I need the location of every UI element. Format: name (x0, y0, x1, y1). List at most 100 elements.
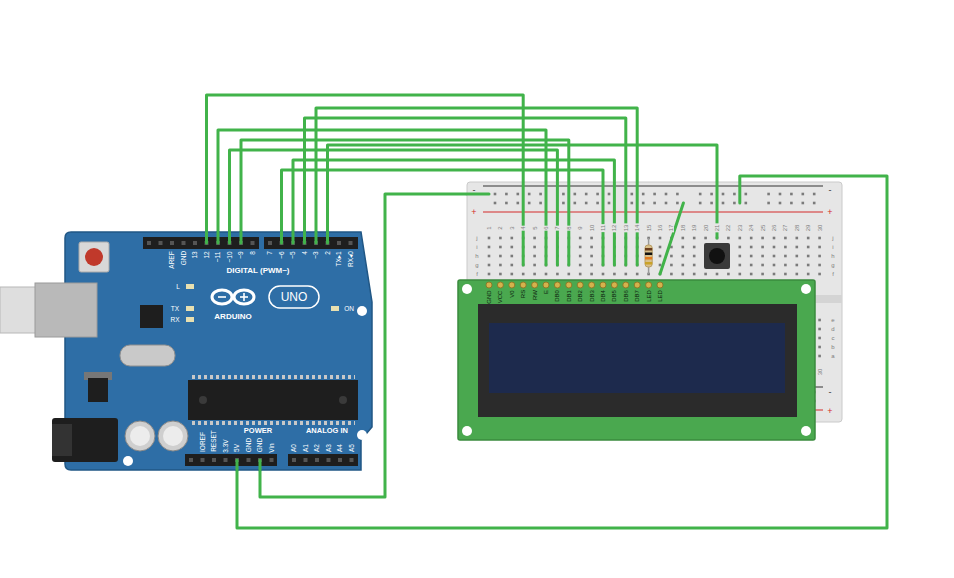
mounting-hole (357, 430, 367, 440)
breadboard-label: 2 (497, 225, 503, 230)
board-label: IOREF (199, 432, 206, 452)
arduino-logo (234, 290, 254, 304)
pin-header (288, 454, 358, 466)
breadboard-hole (642, 193, 645, 196)
breadboard-hole (642, 202, 645, 205)
breadboard-hole (499, 237, 502, 240)
board-label: A2 (314, 444, 321, 452)
board-label: ~9 (238, 251, 245, 258)
breadboard-hole (585, 193, 588, 196)
breadboard-hole (739, 255, 742, 258)
lcd-screen (478, 304, 797, 417)
status-led (186, 317, 194, 322)
breadboard-hole (511, 273, 514, 276)
header-pin (338, 458, 342, 462)
breadboard-hole (773, 246, 776, 249)
breadboard-hole (511, 255, 514, 258)
breadboard-hole (608, 202, 611, 205)
breadboard-label: 21 (714, 224, 720, 233)
pin-label: DB6 (623, 290, 629, 302)
arduino-logo (212, 290, 232, 304)
breadboard-hole (739, 246, 742, 249)
lcd-pin (577, 282, 583, 288)
wire-end (522, 182, 525, 265)
wire-end (567, 182, 570, 265)
lcd-pin (646, 282, 652, 288)
board-label: A4 (337, 444, 344, 452)
breadboard-hole (665, 202, 668, 205)
breadboard-label: 4 (520, 225, 526, 230)
lcd-screen (478, 304, 797, 417)
header-pin (189, 458, 193, 462)
breadboard-hole (596, 202, 599, 205)
breadboard-hole (727, 273, 730, 276)
board-label: 2 (324, 251, 331, 255)
breadboard-label: h (475, 253, 478, 259)
capacitor (130, 426, 150, 446)
breadboard-hole (750, 237, 753, 240)
breadboard-hole (704, 237, 707, 240)
pin-label: DB2 (577, 290, 583, 302)
breadboard-hole (807, 264, 810, 267)
breadboard-label: 10 (589, 224, 595, 233)
crystal (120, 345, 175, 366)
breadboard-hole (767, 202, 770, 205)
breadboard-label: + (827, 407, 832, 416)
breadboard-hole (533, 273, 536, 276)
breadboard-hole (682, 273, 685, 276)
board-label: RX◂0 (347, 251, 354, 267)
breadboard-hole (693, 255, 696, 258)
header-pin (270, 458, 274, 462)
breadboard-hole (545, 273, 548, 276)
pin-label: DB5 (611, 290, 617, 302)
board-label: ~11 (215, 251, 222, 262)
board-label: ~10 (226, 251, 233, 262)
breadboard-hole (693, 246, 696, 249)
breadboard-hole (693, 264, 696, 267)
wire-end (217, 232, 220, 243)
breadboard-hole (533, 264, 536, 267)
capacitor (158, 421, 188, 451)
breadboard-hole (631, 193, 634, 196)
board-label: GND (257, 438, 264, 452)
breadboard-hole (704, 273, 707, 276)
breadboard-hole (761, 255, 764, 258)
breadboard-hole (499, 255, 502, 258)
breadboard-hole (807, 246, 810, 249)
board-label: GND (245, 438, 252, 452)
breadboard-label: 6 (543, 225, 549, 230)
resistor (645, 245, 652, 267)
lcd-pin (497, 282, 503, 288)
board-label: DIGITAL (PWM~) (226, 267, 289, 275)
microcontroller-chip (192, 421, 355, 425)
pushbutton (704, 243, 730, 269)
breadboard-hole (784, 255, 787, 258)
pin-header (264, 237, 358, 249)
breadboard-hole (807, 237, 810, 240)
board-label: 5V (234, 444, 241, 452)
breadboard-hole (790, 202, 793, 205)
pin-label: DB4 (600, 290, 606, 302)
board-label: 4 (301, 251, 308, 255)
microcontroller-chip (188, 377, 358, 423)
breadboard-hole (579, 273, 582, 276)
header-pin (251, 241, 255, 245)
breadboard-hole (602, 273, 605, 276)
breadboard-label: 30 (817, 224, 823, 233)
usb-connector (0, 283, 97, 337)
breadboard-hole (784, 264, 787, 267)
header-pin (193, 241, 197, 245)
wire-end (280, 232, 283, 243)
board-label: A1 (302, 444, 309, 452)
header-pin (182, 241, 186, 245)
breadboard-hole (750, 255, 753, 258)
board-label: UNO (281, 291, 308, 303)
wire-end (660, 203, 683, 274)
microcontroller-chip (192, 375, 355, 379)
wire-end (556, 182, 559, 265)
regulator (84, 372, 112, 402)
wire-end (259, 460, 262, 470)
breadboard-hole (528, 193, 531, 196)
lcd-screen (489, 323, 785, 393)
breadboard-hole (590, 264, 593, 267)
